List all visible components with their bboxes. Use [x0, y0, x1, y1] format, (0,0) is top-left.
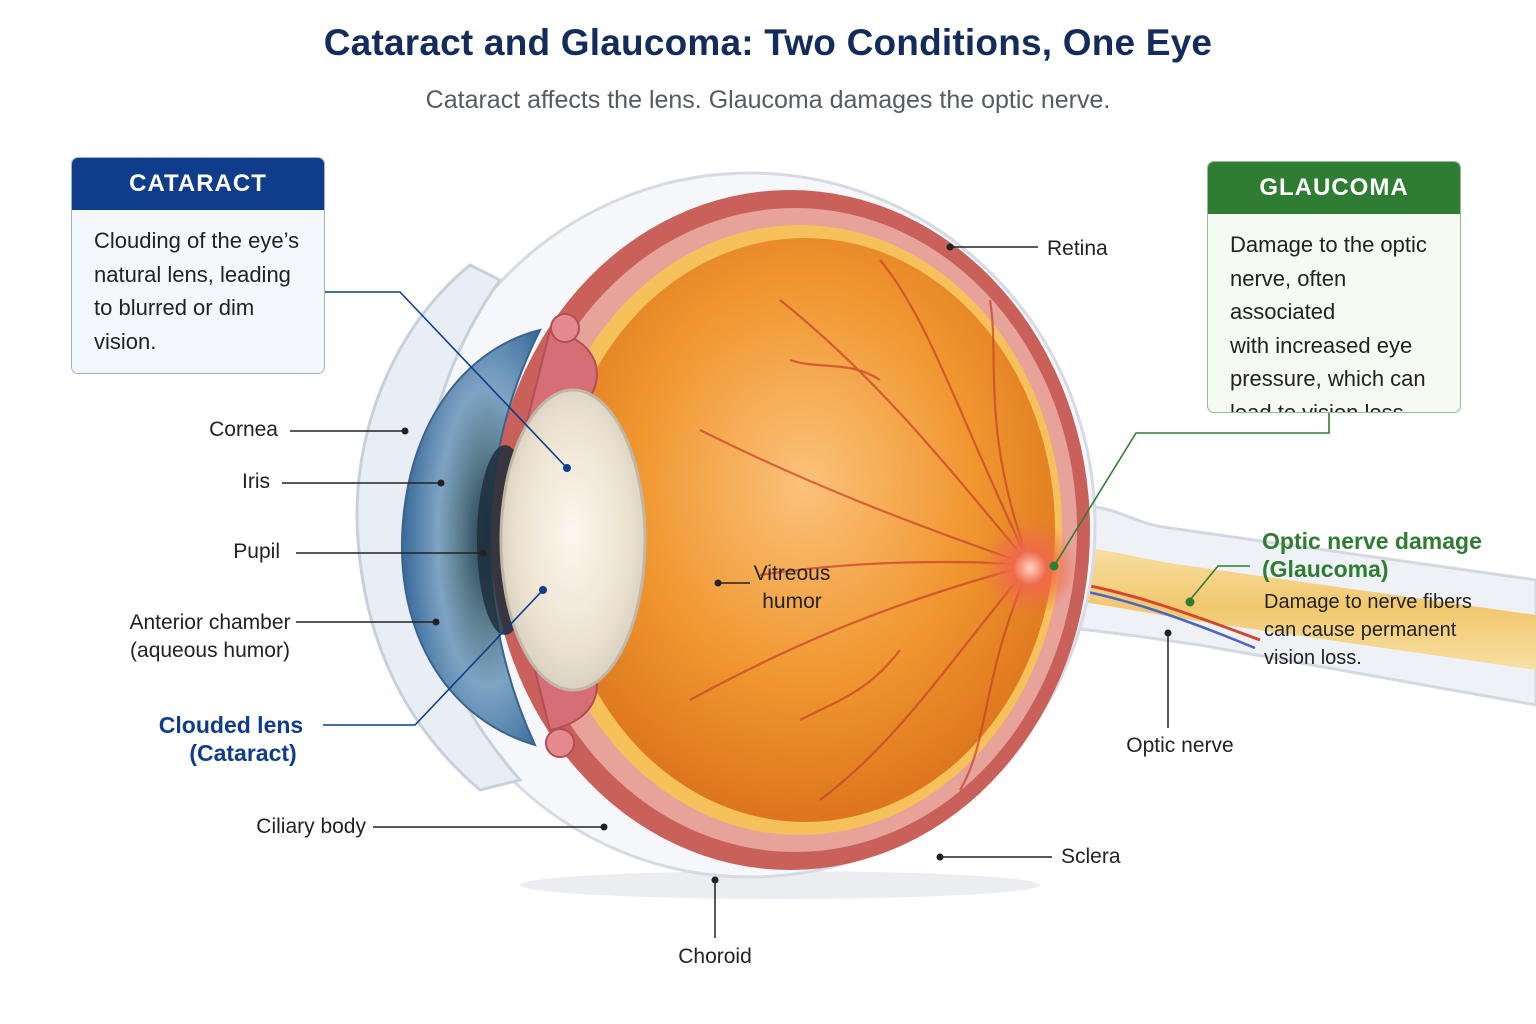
label-optic-nerve: Optic nerve [1110, 732, 1250, 760]
cataract-description: Clouding of the eye’s natural lens, lead… [72, 210, 324, 358]
label-clouded-lens: Clouded lens (Cataract) [140, 711, 322, 767]
optic-damage-line: Damage to nerve fibers [1264, 588, 1472, 616]
glaucoma-pointer-dot-2 [1186, 598, 1195, 607]
glaucoma-description: Damage to the optic nerve, often associa… [1208, 214, 1460, 413]
label-clouded-lens-sub: (Cataract) [140, 739, 322, 767]
label-optic-nerve-damage: Optic nerve damage (Glaucoma) [1262, 527, 1482, 583]
optic-damage-line: vision loss. [1264, 644, 1472, 672]
page-subtitle: Cataract affects the lens. Glaucoma dama… [0, 86, 1536, 115]
label-clouded-lens-title: Clouded lens [140, 711, 322, 739]
label-vitreous-humor: Vitreous humor [742, 560, 842, 616]
cataract-pointer-dot-2 [539, 586, 547, 594]
label-anterior-chamber-sub: (aqueous humor) [120, 637, 300, 665]
lens-shape [501, 390, 645, 690]
label-optic-damage-title: Optic nerve damage [1262, 527, 1482, 555]
cataract-line: Clouding of the eye’s [94, 224, 304, 258]
cataract-line: to blurred or dim [94, 291, 304, 325]
label-pupil: Pupil [233, 538, 280, 566]
label-anterior-chamber: Anterior chamber (aqueous humor) [120, 609, 300, 665]
cataract-pointer-dot-1 [563, 464, 571, 472]
glaucoma-line: Damage to the optic [1230, 228, 1440, 262]
glaucoma-callout: GLAUCOMA Damage to the optic nerve, ofte… [1207, 161, 1461, 413]
cataract-heading: CATARACT [72, 158, 324, 210]
label-optic-damage-sub: (Glaucoma) [1262, 555, 1482, 583]
label-cornea: Cornea [209, 416, 278, 444]
label-vitreous-line-1: Vitreous [742, 560, 842, 588]
ciliary-node-top [551, 314, 579, 342]
label-vitreous-line-2: humor [742, 588, 842, 616]
ciliary-node-bottom [546, 729, 574, 757]
label-anterior-chamber-title: Anterior chamber [120, 609, 300, 637]
glaucoma-line: with increased eye [1230, 329, 1440, 363]
cataract-line: natural lens, leading [94, 258, 304, 292]
glaucoma-line: nerve, often associated [1230, 262, 1440, 329]
optic-damage-description: Damage to nerve fibers can cause permane… [1264, 588, 1472, 672]
label-iris: Iris [242, 468, 270, 496]
glaucoma-pointer-dot-1 [1050, 562, 1059, 571]
label-ciliary-body: Ciliary body [256, 813, 366, 841]
optic-disc [982, 520, 1078, 616]
glaucoma-line: lead to vision loss. [1230, 396, 1440, 414]
glaucoma-heading: GLAUCOMA [1208, 162, 1460, 214]
cataract-line: vision. [94, 325, 304, 359]
glaucoma-line: pressure, which can [1230, 362, 1440, 396]
page-title: Cataract and Glaucoma: Two Conditions, O… [0, 22, 1536, 64]
label-sclera: Sclera [1061, 843, 1121, 871]
label-retina: Retina [1047, 235, 1108, 263]
label-choroid: Choroid [655, 943, 775, 971]
optic-damage-line: can cause permanent [1264, 616, 1472, 644]
cataract-callout: CATARACT Clouding of the eye’s natural l… [71, 157, 325, 374]
